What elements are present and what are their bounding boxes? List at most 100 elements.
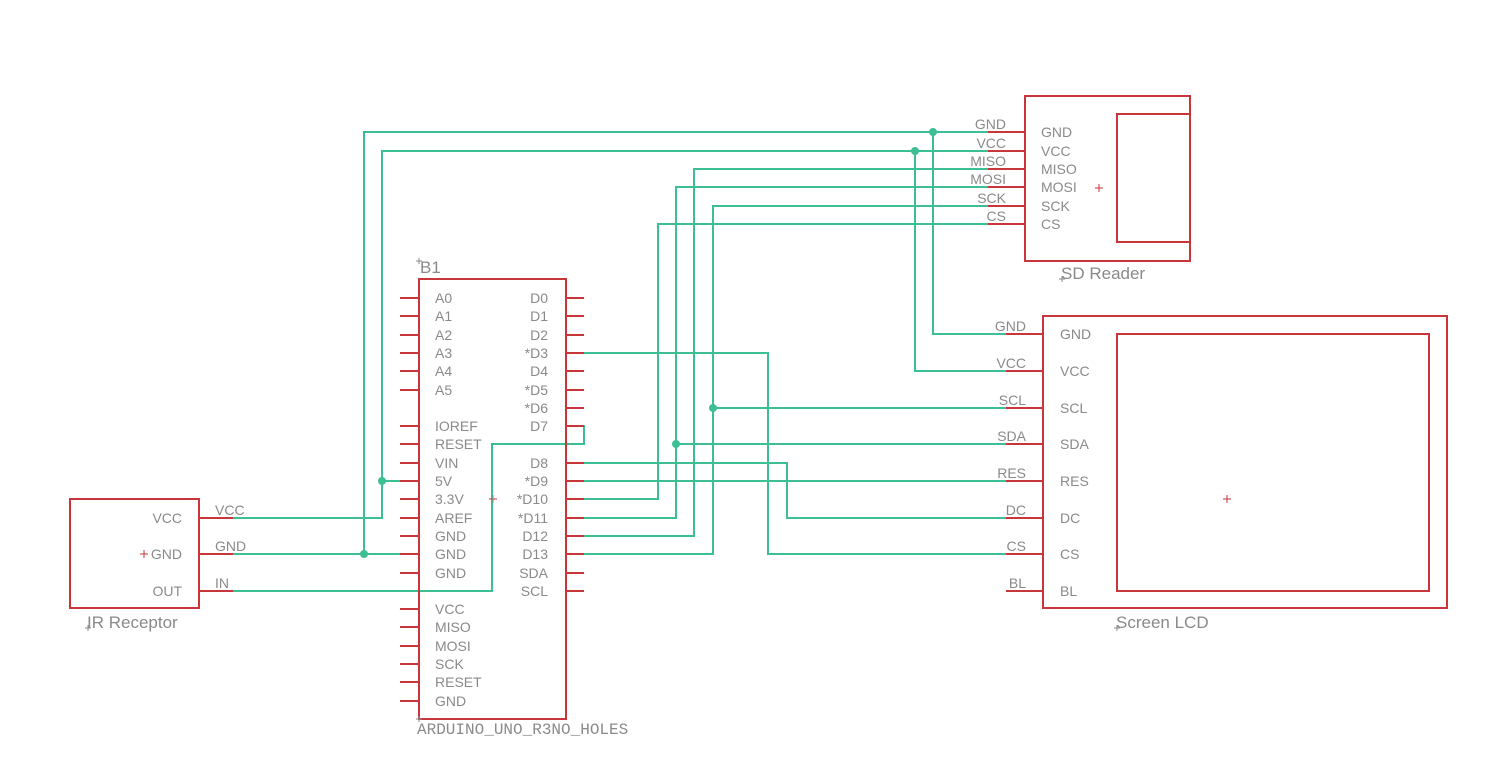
junction-scl [709, 404, 717, 412]
sd-net-label-miso: MISO [970, 153, 1006, 169]
arduino-pin-label-d2: D2 [530, 327, 548, 343]
lcd-net-label-bl: BL [1009, 575, 1026, 591]
arduino-pin-label-a4: A4 [435, 363, 452, 379]
arduino-pin-label-reset: RESET [435, 674, 482, 690]
ir-pin-label-out: OUT [152, 583, 182, 599]
sd-pin-label-miso: MISO [1041, 161, 1077, 177]
arduino-pin-label-a0: A0 [435, 290, 452, 306]
arduino-pin-label-gnd: GND [435, 546, 466, 562]
junction-gnd-lcd [929, 128, 937, 136]
wire-gnd-top[interactable] [363, 131, 1024, 554]
arduino-pin-label-d0: D0 [530, 290, 548, 306]
screen-lcd-display-area [1116, 333, 1430, 592]
sd-pin-label-vcc: VCC [1041, 143, 1071, 159]
sd-pin-label-mosi: MOSI [1041, 179, 1077, 195]
arduino-pin-label-gnd: GND [435, 565, 466, 581]
screen-lcd-pins: GND GND VCC VCC SCL SCL SDA SDA RES RES DC DC CS CS BL… [995, 318, 1091, 599]
sd-reader-pins: GND GND VCC VCC MISO MISO MOSI MOSI SCK SCK CS CS [970, 116, 1077, 232]
arduino-pin-label-a2: A2 [435, 327, 452, 343]
arduino-pin-label-miso: MISO [435, 619, 471, 635]
sd-pin-label-sck: SCK [1041, 198, 1070, 214]
junction-sda [672, 440, 680, 448]
junction-vcc-lcd [911, 147, 919, 155]
lcd-pin-label-dc: DC [1060, 510, 1080, 526]
lcd-pin-label-bl: BL [1060, 583, 1077, 599]
lcd-net-label-res: RES [997, 465, 1026, 481]
sd-net-label-cs: CS [987, 208, 1006, 224]
screen-lcd-body [1042, 315, 1448, 609]
arduino-pin-label-d1: D1 [530, 308, 548, 324]
wire-vcc-top[interactable] [233, 150, 1024, 519]
arduino-pin-label-gnd: GND [435, 693, 466, 709]
wires [233, 128, 1043, 592]
ir-pin-label-gnd: GND [151, 546, 182, 562]
arduino-pin-label-3-3v: 3.3V [435, 491, 464, 507]
sd-net-label-sck: SCK [977, 190, 1006, 206]
ir-receptor-pins: VCC VCC GND GND OUT IN [151, 502, 246, 599]
lcd-net-label-gnd: GND [995, 318, 1026, 334]
arduino-pin-label-d3: *D3 [525, 345, 549, 361]
arduino-pin-label-d9: *D9 [525, 473, 549, 489]
sd-net-label-gnd: GND [975, 116, 1006, 132]
junction-gnd-arduino [360, 550, 368, 558]
arduino-pin-label-aref: AREF [435, 510, 472, 526]
arduino-pin-label-5v: 5V [435, 473, 453, 489]
lcd-pin-label-res: RES [1060, 473, 1089, 489]
sd-pin-label-gnd: GND [1041, 124, 1072, 140]
arduino-designator: B1 [420, 258, 441, 277]
arduino-pin-label-a1: A1 [435, 308, 452, 324]
wire-lcd-dc[interactable] [584, 462, 1043, 519]
lcd-pin-label-vcc: VCC [1060, 363, 1090, 379]
arduino-pin-label-d11: *D11 [518, 510, 548, 526]
arduino-pin-label-gnd: GND [435, 528, 466, 544]
arduino-pin-label-scl: SCL [521, 583, 548, 599]
lcd-net-label-cs: CS [1007, 538, 1026, 554]
arduino-pin-label-d4: D4 [530, 363, 548, 379]
screen-lcd-name: Screen LCD [1116, 613, 1209, 632]
lcd-pin-label-sda: SDA [1060, 436, 1089, 452]
arduino-pin-label-d12: D12 [522, 528, 548, 544]
sd-pin-label-cs: CS [1041, 216, 1060, 232]
arduino-left-pins: A0A1A2A3A4A5IOREFRESETVIN5V3.3VAREFGNDGN… [400, 290, 482, 709]
wire-sck[interactable] [584, 205, 1024, 555]
sd-reader-name: SD Reader [1061, 264, 1145, 283]
wire-sd-cs[interactable] [584, 223, 1024, 500]
arduino-pin-label-d13: D13 [522, 546, 548, 562]
arduino-pin-label-d7: D7 [530, 418, 548, 434]
lcd-net-label-scl: SCL [999, 392, 1026, 408]
wire-lcd-cs[interactable] [584, 352, 1043, 555]
ir-net-label-out: IN [215, 575, 229, 591]
sd-net-label-mosi: MOSI [970, 171, 1006, 187]
arduino-value: ARDUINO_UNO_R3NO_HOLES [417, 721, 628, 739]
lcd-net-label-sda: SDA [997, 428, 1026, 444]
lcd-pin-label-gnd: GND [1060, 326, 1091, 342]
arduino-pin-label-vcc: VCC [435, 601, 465, 617]
arduino-pin-label-d6: *D6 [525, 400, 549, 416]
ir-net-label-gnd: GND [215, 538, 246, 554]
arduino-pin-label-sda: SDA [519, 565, 548, 581]
arduino-pin-label-d10: *D10 [517, 491, 548, 507]
ir-receptor-part[interactable]: IR Receptor VCC VCC GND GND OUT IN [69, 498, 246, 632]
arduino-pin-label-mosi: MOSI [435, 638, 471, 654]
arduino-pin-label-d8: D8 [530, 455, 548, 471]
arduino-pin-label-d5: *D5 [525, 382, 549, 398]
ir-net-label-vcc: VCC [215, 502, 245, 518]
sd-reader-part[interactable]: SD Reader GND GND VCC VCC MISO MISO MOSI MOSI SC… [970, 95, 1191, 283]
lcd-pin-label-scl: SCL [1060, 400, 1087, 416]
arduino-pin-label-ioref: IOREF [435, 418, 478, 434]
lcd-net-label-dc: DC [1006, 502, 1026, 518]
ir-receptor-name: IR Receptor [87, 613, 178, 632]
sd-net-label-vcc: VCC [976, 135, 1006, 151]
arduino-part[interactable]: B1 ARDUINO_UNO_R3NO_HOLES A0A1A2A3A4A5IO… [400, 258, 628, 739]
arduino-pin-label-reset: RESET [435, 436, 482, 452]
arduino-pin-label-a3: A3 [435, 345, 452, 361]
ir-pin-label-vcc: VCC [152, 510, 182, 526]
lcd-net-label-vcc: VCC [996, 355, 1026, 371]
arduino-pin-label-vin: VIN [435, 455, 458, 471]
junction-5v [378, 477, 386, 485]
lcd-pin-label-cs: CS [1060, 546, 1079, 562]
screen-lcd-part[interactable]: Screen LCD GND GND VCC VCC SCL SCL SDA SDA RES RE… [995, 315, 1448, 632]
arduino-pin-label-sck: SCK [435, 656, 464, 672]
